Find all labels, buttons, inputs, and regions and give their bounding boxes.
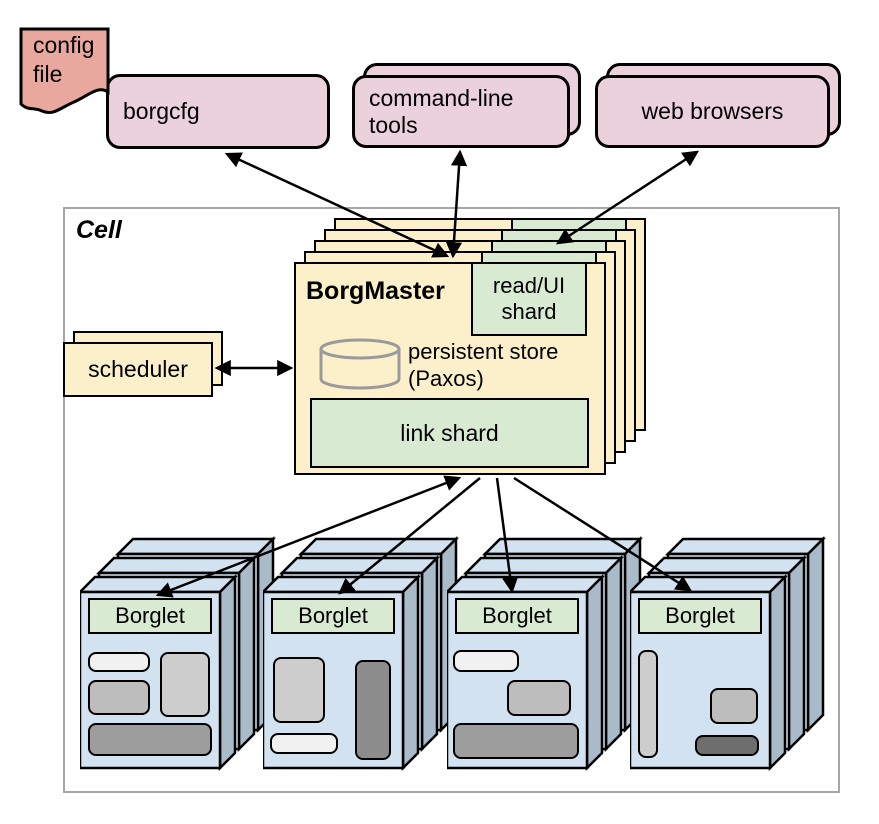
web-browsers-label: web browsers [641,98,784,124]
borglet-machine-stack-1: Borglet [80,535,280,780]
borglet-machine-stack-2: Borglet [263,535,463,780]
task-box [638,650,658,758]
borglet-label: Borglet [665,603,735,628]
borglet-label-box: Borglet [88,598,212,634]
link-shard-label: link shard [400,419,499,446]
borglet-label-box: Borglet [455,598,579,634]
borgcfg-box: borgcfg [106,74,330,149]
borglet-label-box: Borglet [271,598,395,634]
database-cylinder-icon [319,338,401,390]
config-file-label-line1: config [33,32,95,58]
scheduler-label: scheduler [88,356,188,382]
borglet-label: Borglet [482,603,552,628]
config-file-box: config file [18,26,112,124]
cell-label: Cell [76,216,122,244]
persistent-store-line2: (Paxos) [408,366,484,391]
document-icon [19,27,110,115]
link-shard-box: link shard [310,398,589,468]
task-box [88,652,150,672]
command-line-tools-label-line1: command-line [369,84,514,111]
read-ui-shard-box: read/UI shard [471,262,587,336]
task-box [355,660,391,760]
borglet-label-box: Borglet [638,598,762,634]
borglet-machine-stack-3: Borglet [447,535,647,780]
web-browsers-box: web browsers [595,75,830,148]
borglet-machine-stack-4: Borglet [630,535,830,780]
config-file-label-line2: file [33,61,63,87]
borgcfg-label: borgcfg [123,98,200,124]
task-box [88,680,150,715]
task-box [710,688,758,724]
persistent-store-label: persistent store (Paxos) [408,338,558,392]
persistent-store-line1: persistent store [408,339,559,364]
command-line-tools-box: command-line tools [352,75,570,148]
task-box [695,735,759,756]
scheduler-box: scheduler [63,342,213,397]
borglet-label: Borglet [115,603,185,628]
borgmaster-title: BorgMaster [306,277,445,305]
borglet-label: Borglet [298,603,368,628]
command-line-tools-label-line2: tools [369,111,418,138]
read-ui-shard-label-line2: shard [501,299,557,324]
task-box [453,723,579,759]
task-box [160,652,210,717]
borgmaster-box: BorgMaster read/UI shard persistent stor… [294,262,606,475]
task-box [453,650,519,672]
read-ui-shard-label-line1: read/UI [492,273,566,298]
task-box [270,733,338,754]
task-box [507,680,571,716]
task-box [88,723,212,756]
task-box [273,657,325,723]
